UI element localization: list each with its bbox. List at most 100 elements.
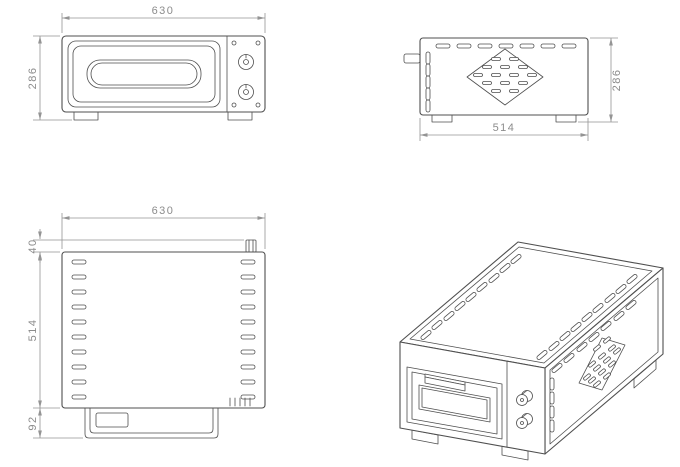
vent-slot-column-left: [425, 51, 431, 113]
dimension-label: 514: [493, 122, 516, 134]
vent-slot: [240, 394, 256, 400]
vent-slot: [71, 394, 87, 400]
extension-lines: [419, 118, 589, 141]
vent-hole: [509, 73, 519, 77]
vent-slot: [71, 364, 87, 370]
vent-slot: [240, 319, 256, 325]
oven-foot: [227, 111, 253, 121]
panel-screws: [231, 40, 261, 108]
dimension-label: 514: [27, 319, 39, 342]
oven-foot: [555, 114, 577, 123]
vent-slot: [71, 274, 87, 280]
top-width-dimension: 630: [61, 205, 266, 249]
vent-hole: [491, 73, 501, 77]
vent-hole: [491, 89, 501, 93]
door-window-inner: [90, 62, 198, 86]
rear-vent-knob: [245, 239, 257, 253]
vent-slot: [425, 87, 431, 101]
vent-slot: [549, 419, 555, 433]
front-view: 630 286: [27, 5, 266, 121]
knob-center: [520, 398, 524, 402]
vent-slot: [477, 43, 493, 49]
front-width-dimension: 630: [61, 5, 266, 33]
door-frame-inner: [72, 45, 216, 103]
vent-hole: [500, 81, 510, 85]
side-height-dimension: 286: [578, 37, 623, 123]
top-oven-body: [61, 239, 266, 439]
vent-slot: [549, 405, 555, 419]
top-rear-dimension: 40: [27, 229, 244, 263]
vent-slot: [425, 63, 431, 77]
vent-hole: [500, 65, 510, 69]
iso-front-face: [399, 341, 546, 455]
side-handle: [403, 53, 421, 64]
vent-slot: [240, 364, 256, 370]
control-knob-bottom: [516, 413, 533, 429]
control-vent-grill: [229, 397, 251, 407]
vent-slot: [71, 304, 87, 310]
door-frame-outer: [406, 366, 503, 440]
vent-hole: [518, 65, 528, 69]
door-window-outer: [86, 59, 202, 89]
top-depth-dimension: 514: [27, 252, 60, 409]
control-knob-top: [516, 390, 533, 406]
oven-top-outline: [61, 251, 266, 409]
knob-cap: [516, 417, 528, 429]
dimension-label: 286: [27, 67, 39, 90]
rear-vent-knob-detail: [248, 239, 254, 253]
vent-hole: [509, 57, 519, 61]
vent-slot: [425, 75, 431, 89]
vent-hole: [491, 57, 501, 61]
oven-foot: [431, 114, 453, 123]
knob-cap: [516, 394, 528, 406]
side-oven-body: [403, 37, 589, 123]
screw-icon: [231, 102, 237, 108]
vent-slot: [240, 259, 256, 265]
dimension-label: 40: [27, 238, 39, 253]
control-knob-top: [238, 54, 254, 70]
vent-hole: [482, 81, 492, 85]
top-front-dimension: 92: [27, 408, 83, 439]
control-knob-bottom: [238, 84, 254, 100]
isometric-view: [399, 241, 664, 461]
knob-center: [243, 89, 249, 95]
vent-slot: [498, 43, 514, 49]
vent-slot: [240, 334, 256, 340]
vent-slot: [71, 334, 87, 340]
vent-hole: [518, 81, 528, 85]
vent-slot: [71, 259, 87, 265]
vent-slot: [240, 349, 256, 355]
door-window-inner: [421, 387, 488, 420]
door-handle: [424, 376, 466, 392]
door-frame-outer: [67, 40, 221, 108]
screw-icon: [255, 40, 261, 46]
dimension-label: 286: [611, 69, 623, 92]
door-window-outer: [418, 384, 491, 423]
vent-slot: [456, 43, 472, 49]
knob-center: [243, 59, 249, 65]
iso-top-face-inset: [409, 246, 653, 364]
extension-lines: [33, 35, 72, 121]
vent-slot: [425, 99, 431, 113]
vent-slot: [71, 379, 87, 385]
side-depth-dimension: 514: [419, 118, 589, 141]
front-protrusion-outline: [84, 407, 219, 439]
front-latch-detail: [95, 412, 129, 428]
dimension-label: 630: [152, 205, 175, 217]
vent-slot: [240, 379, 256, 385]
vent-slot: [71, 289, 87, 295]
vent-hole: [482, 65, 492, 69]
diamond-vent-outline: [466, 48, 544, 106]
vent-slot: [240, 274, 256, 280]
knob-center: [520, 421, 524, 425]
vent-slot: [561, 43, 577, 49]
vent-slot: [540, 43, 556, 49]
iso-right-face-inset: [549, 277, 659, 445]
oven-foot: [73, 111, 99, 121]
vent-slot: [549, 377, 555, 391]
vent-hole: [527, 73, 537, 77]
vent-slot: [519, 43, 535, 49]
vent-slot: [71, 319, 87, 325]
